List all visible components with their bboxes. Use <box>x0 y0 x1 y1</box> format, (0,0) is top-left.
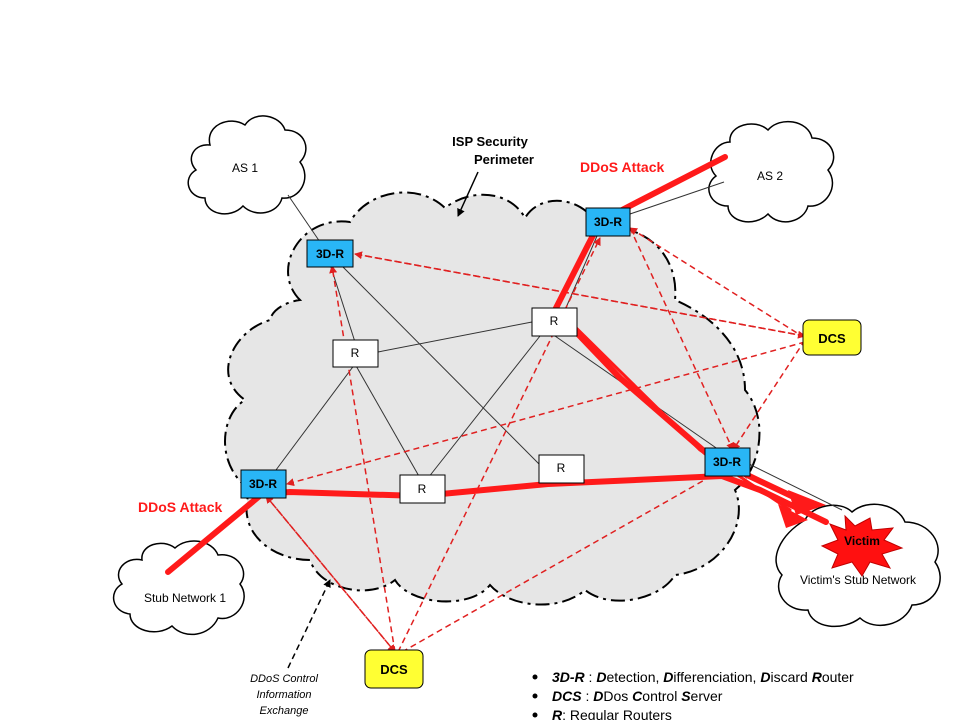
dcie-label-line1: DDoS Control <box>250 673 318 685</box>
svg-text:3D-R: 3D-R <box>249 477 277 491</box>
router-3dr-bottom-left: 3D-R <box>240 469 287 499</box>
isp-label-line2: Perimeter <box>474 152 534 167</box>
stub1-label: Stub Network 1 <box>144 591 226 605</box>
router-r-bottom-right: R <box>538 454 585 484</box>
svg-text:3D-R: 3D-R <box>594 215 622 229</box>
dcs-right: DCS <box>802 319 862 356</box>
svg-text:R: R <box>418 482 427 496</box>
router-3dr-top-left: 3D-R <box>306 239 354 268</box>
dcie-label-line2: Information <box>256 689 311 701</box>
isp-label-line1: ISP Security <box>452 134 528 149</box>
svg-text:R: R <box>351 346 360 360</box>
as2-label: AS 2 <box>757 169 783 183</box>
router-r-top: R <box>531 307 578 337</box>
legend-bullet <box>532 693 538 699</box>
as1-cloud <box>187 115 307 215</box>
dcs-bottom: DCS <box>364 649 424 689</box>
legend-bullet <box>532 674 538 680</box>
ddos-attack-label-top: DDoS Attack <box>580 159 664 175</box>
svg-text:DCS: DCS <box>818 331 846 346</box>
legend-item-2: R: Regular Routers <box>552 707 672 720</box>
router-r-left: R <box>332 339 379 368</box>
victim-stub-label: Victim's Stub Network <box>800 573 917 587</box>
legend-item-0: 3D-R : Detection, Differenciation, Disca… <box>552 669 854 685</box>
as1-label: AS 1 <box>232 161 258 175</box>
svg-text:3D-R: 3D-R <box>713 455 741 469</box>
svg-text:3D-R: 3D-R <box>316 247 344 261</box>
legend-item-1: DCS : DDos Control Server <box>552 688 723 704</box>
router-3dr-bottom-right: 3D-R <box>704 447 751 477</box>
ddos-attack-label-left: DDoS Attack <box>138 499 222 515</box>
svg-text:R: R <box>557 461 566 475</box>
stub1-cloud <box>112 540 245 636</box>
victim-star: Victim <box>820 514 904 577</box>
isp-label-pointer <box>457 171 479 217</box>
svg-text:R: R <box>550 314 559 328</box>
control-exchange-links <box>265 227 806 653</box>
dcie-label-line3: Exchange <box>260 705 309 717</box>
svg-text:Victim: Victim <box>844 534 880 548</box>
attack-arrowhead-lower <box>778 504 808 528</box>
legend-bullet <box>532 712 538 718</box>
router-3dr-top-right: 3D-R <box>585 207 631 237</box>
legend: 3D-R : Detection, Differenciation, Disca… <box>532 669 854 723</box>
router-r-bottom-mid: R <box>399 474 446 504</box>
dcie-label-pointer <box>287 579 331 669</box>
as2-cloud <box>708 120 835 223</box>
attack-arrowhead-upper <box>788 490 826 515</box>
svg-text:DCS: DCS <box>380 662 408 677</box>
